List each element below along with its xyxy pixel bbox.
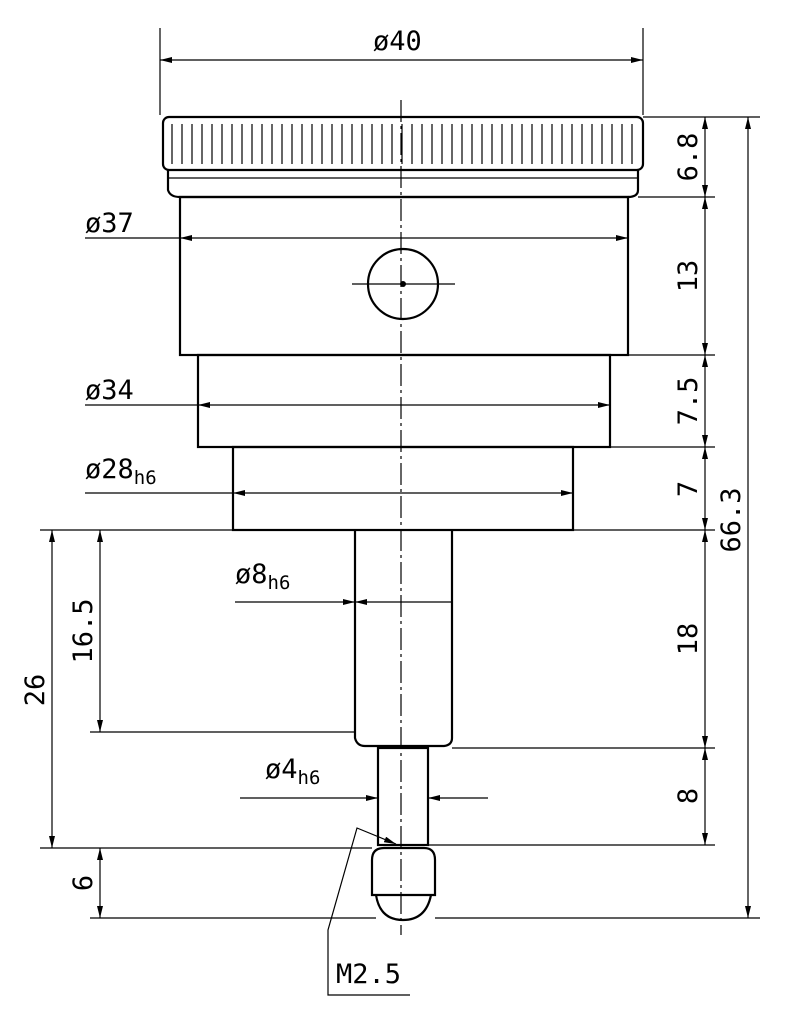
dim-d28: ø28h6 [85, 454, 157, 489]
thread-leader [327, 827, 410, 996]
dim-h-7: 7 [673, 481, 704, 497]
dim-d40: ø40 [373, 26, 422, 57]
dim-h-6: 6 [68, 875, 99, 891]
dim-h-16-5: 16.5 [68, 598, 99, 663]
dim-d34: ø34 [85, 375, 134, 406]
shaft-d8 [353, 530, 454, 748]
dim-d4: ø4h6 [265, 754, 320, 789]
stem-d4 [376, 746, 430, 847]
dim-d8: ø8h6 [235, 559, 290, 594]
contact-tip [370, 846, 437, 922]
knurled-cap [161, 115, 645, 199]
body-d37 [178, 195, 630, 357]
dim-h-6-8: 6.8 [673, 133, 704, 182]
thread-label: M2.5 [336, 959, 401, 990]
screw-hole [352, 247, 455, 321]
body-d28 [231, 445, 575, 532]
body-d34 [196, 353, 612, 449]
dim-h-8: 8 [673, 788, 704, 804]
dim-d37: ø37 [85, 208, 134, 239]
dim-h-18: 18 [673, 623, 704, 656]
dim-h-26: 26 [20, 674, 51, 707]
dim-overall-66-3: 66.3 [716, 487, 747, 552]
dim-h-13: 13 [673, 260, 704, 293]
dim-h-7-5: 7.5 [673, 377, 704, 426]
